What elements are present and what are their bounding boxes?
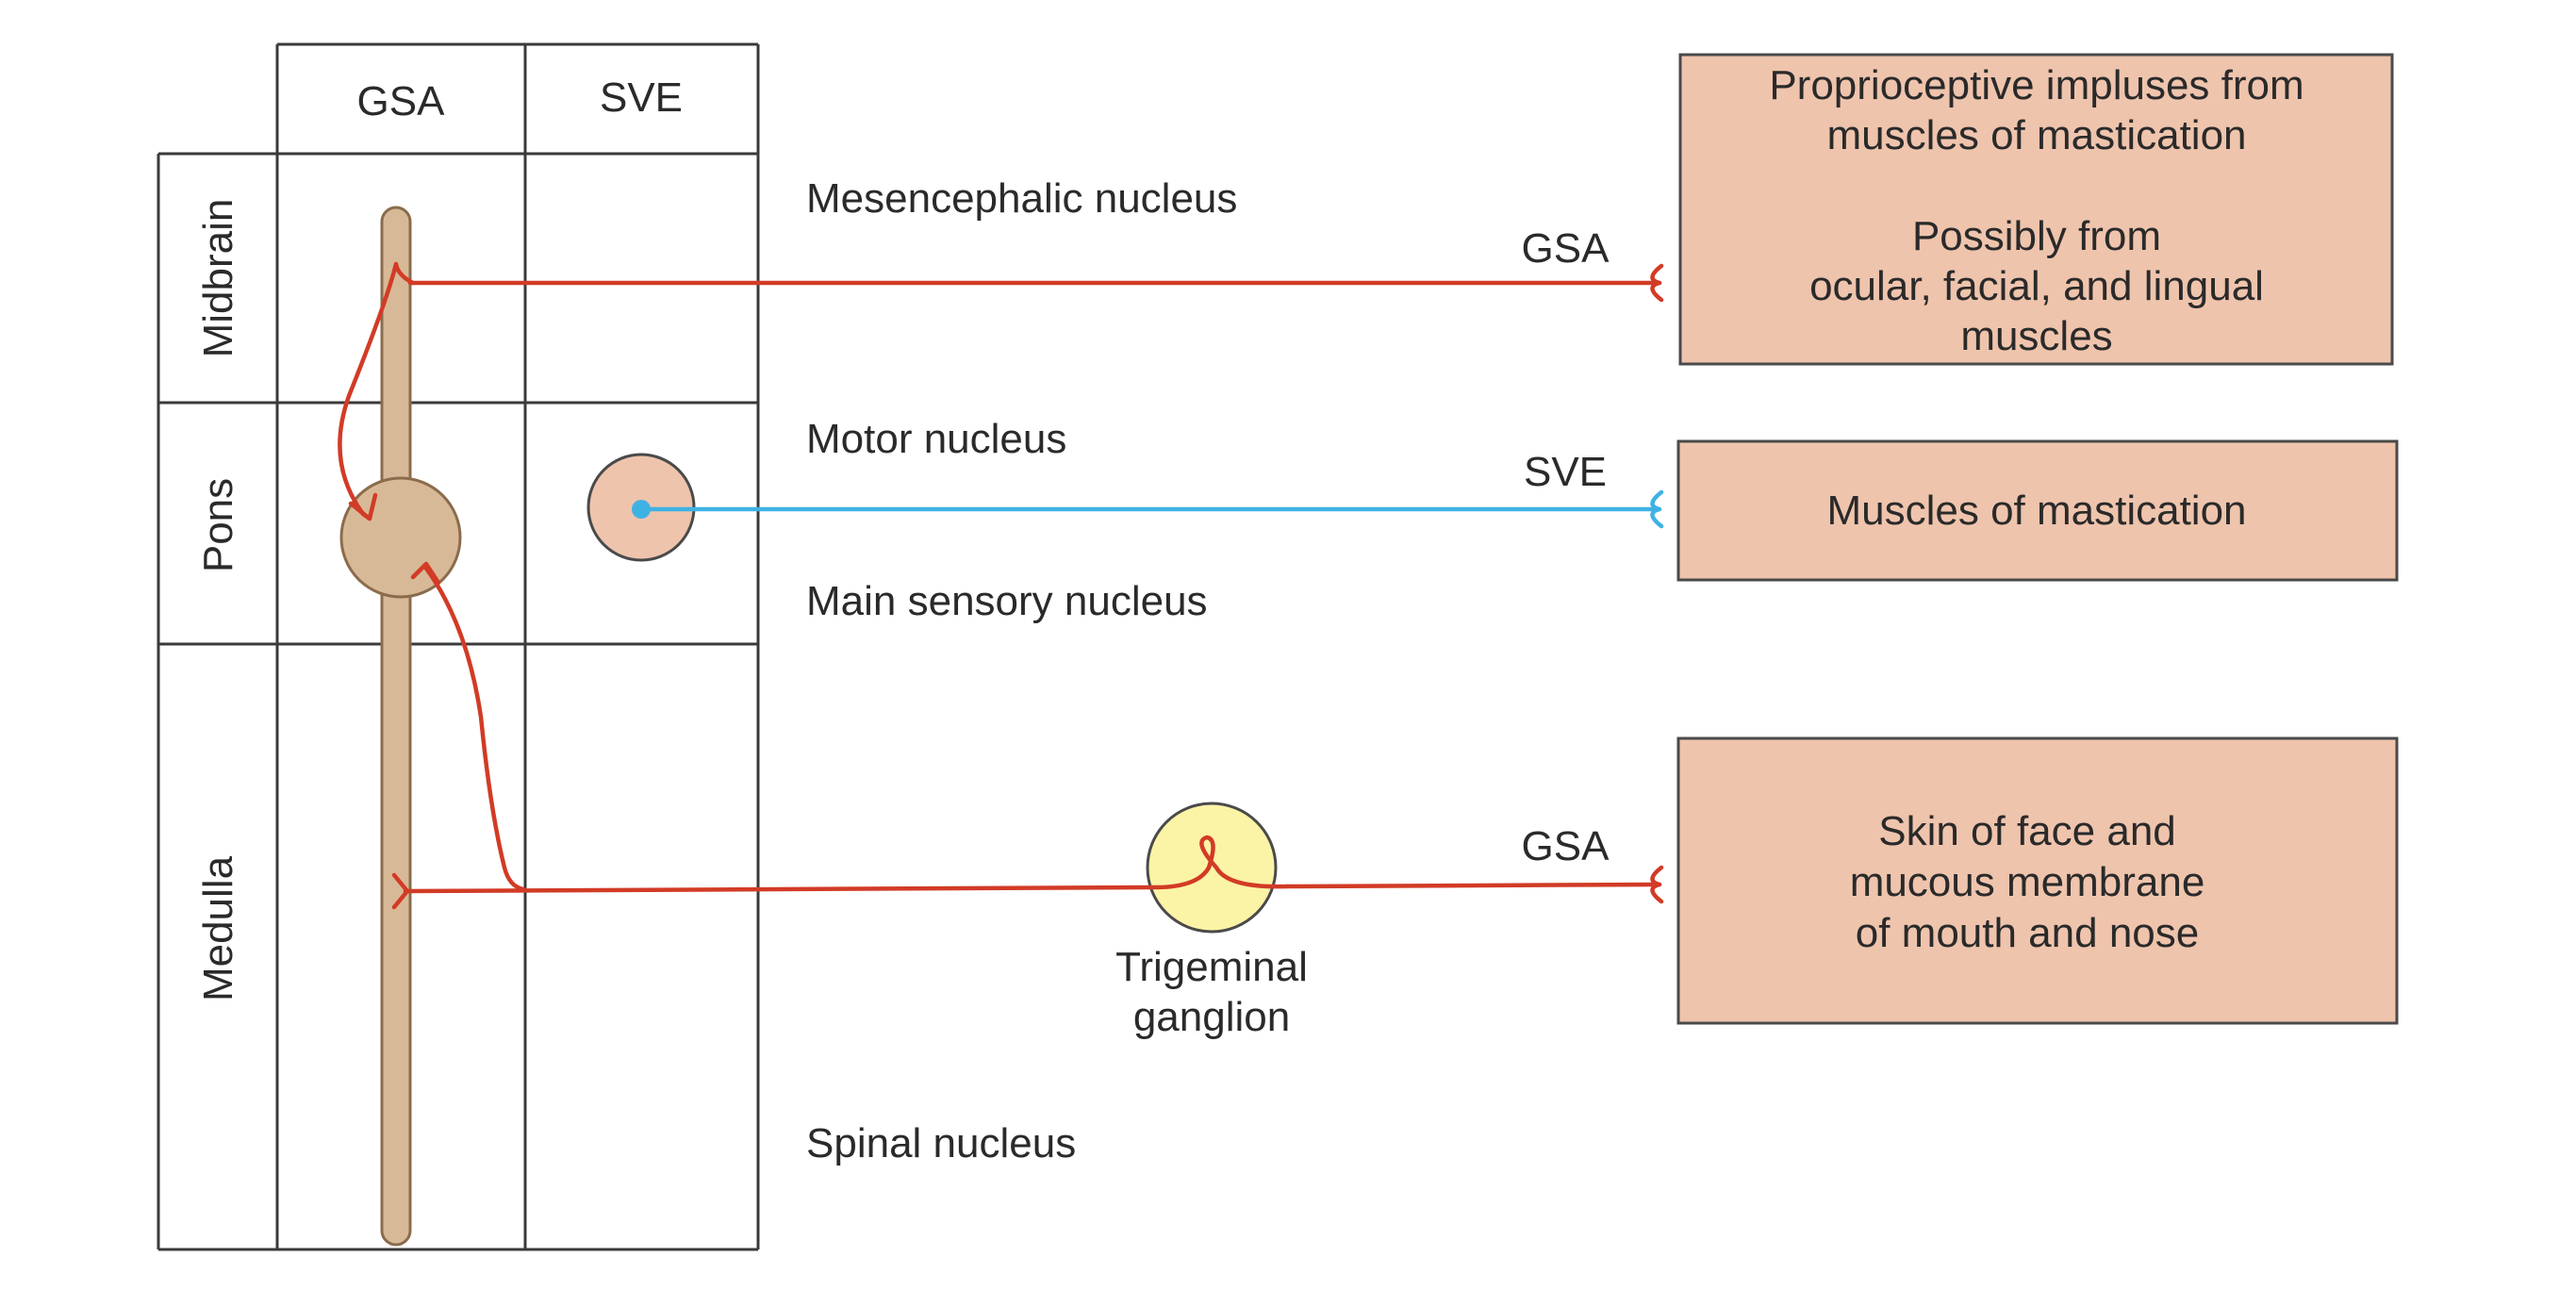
label-mesencephalic-nucleus: Mesencephalic nucleus: [806, 175, 1237, 222]
proprioceptive-line5: muscles: [1960, 313, 2112, 359]
proprioceptive-line3: Possibly from: [1912, 213, 2161, 259]
skin-line2: mucous membrane: [1850, 859, 2205, 905]
trigeminal-ganglion: [1146, 802, 1278, 934]
target-box-mastication: [1676, 439, 2399, 582]
proprioceptive-line2: muscles of mastication: [1826, 112, 2246, 158]
skin-line3: of mouth and nose: [1856, 910, 2199, 956]
proprioceptive-line4: ocular, facial, and lingual: [1809, 263, 2264, 309]
target-box-skin: [1676, 736, 2399, 1025]
fiber-label-gsa-top: GSA: [1522, 225, 1610, 272]
column-header-sve: SVE: [600, 74, 683, 121]
label-main-sensory-nucleus: Main sensory nucleus: [806, 578, 1208, 624]
trigeminal-nuclear-column: [380, 206, 412, 1247]
column-header-gsa: GSA: [357, 78, 446, 124]
gsa-fibers: [338, 261, 1664, 910]
fiber-label-sve: SVE: [1524, 449, 1607, 495]
column-fill: [384, 486, 408, 589]
row-label-pons: Pons: [195, 478, 241, 572]
ganglion-label-line2: ganglion: [1133, 994, 1290, 1040]
fiber-label-gsa-bottom: GSA: [1522, 823, 1610, 869]
skin-line1: Skin of face and: [1878, 808, 2176, 854]
sve-fiber: [632, 489, 1664, 529]
row-label-medulla: Medulla: [195, 855, 241, 1001]
mastication-line1: Muscles of mastication: [1826, 488, 2246, 534]
ganglion-fiber-loop: [1148, 835, 1290, 890]
ganglion-label-line1: Trigeminal: [1115, 944, 1308, 990]
proprioceptive-line1: Proprioceptive impluses from: [1769, 62, 2304, 108]
brainstem-grid: [157, 42, 760, 1251]
label-motor-nucleus: Motor nucleus: [806, 416, 1066, 462]
label-spinal-nucleus: Spinal nucleus: [806, 1120, 1076, 1166]
row-label-midbrain: Midbrain: [195, 199, 241, 358]
target-box-proprioceptive: [1678, 53, 2394, 366]
